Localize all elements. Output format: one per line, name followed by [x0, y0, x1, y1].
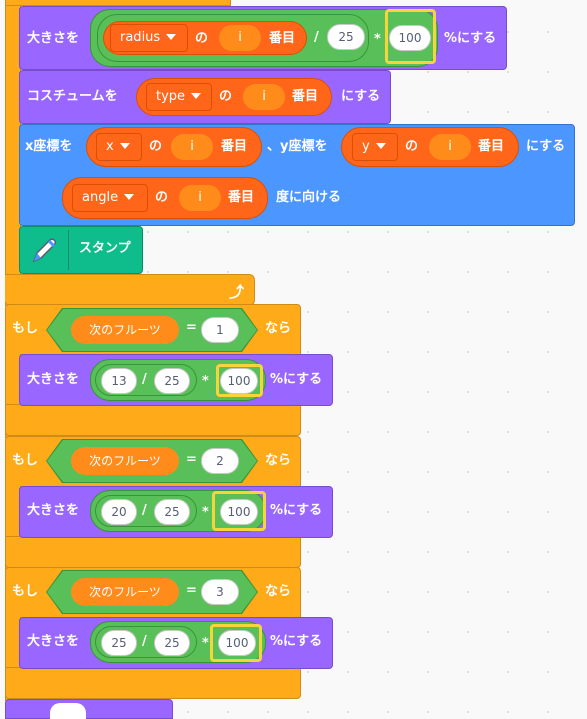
- fruit-variable[interactable]: 次のフルーツ: [71, 578, 179, 606]
- percent-input[interactable]: 100: [389, 25, 431, 51]
- equals-sign: =: [186, 583, 197, 598]
- list-dropdown-radius[interactable]: radius: [110, 24, 188, 52]
- list-dropdown-angle[interactable]: angle: [72, 184, 148, 212]
- list-dropdown-y[interactable]: y: [352, 133, 398, 161]
- numerator-input[interactable]: 20: [101, 499, 137, 525]
- numerator-input[interactable]: 25: [101, 630, 137, 656]
- denominator-input[interactable]: 25: [327, 24, 365, 50]
- dropdown-value: type: [156, 89, 186, 104]
- percent-input[interactable]: 100: [220, 499, 258, 525]
- dropdown-arrow-icon: [124, 194, 135, 200]
- var-i[interactable]: i: [429, 134, 471, 160]
- highlight-box: [212, 491, 266, 531]
- of-label: の: [195, 31, 209, 46]
- fruit-variable[interactable]: 次のフルーツ: [71, 447, 179, 475]
- dropdown-value: angle: [82, 190, 119, 205]
- denominator-input[interactable]: 25: [154, 368, 190, 394]
- list-dropdown-x[interactable]: x: [96, 133, 142, 161]
- dropdown-value: x: [106, 139, 114, 154]
- x-label: x座標を: [25, 139, 73, 154]
- var-i[interactable]: i: [171, 134, 213, 160]
- dropdown-arrow-icon: [375, 143, 386, 149]
- var-i[interactable]: i: [219, 25, 261, 51]
- percent-input[interactable]: 100: [218, 630, 256, 656]
- angle-suffix: 度に向ける: [276, 190, 342, 205]
- percent-suffix: %にする: [270, 372, 323, 387]
- multiply-sign: *: [202, 636, 209, 651]
- xy-suffix: にする: [526, 139, 566, 154]
- percent-input[interactable]: 100: [220, 368, 258, 394]
- loop-arrow-icon: ⤴: [229, 283, 245, 301]
- compare-value[interactable]: 1: [201, 317, 239, 343]
- denominator-input[interactable]: 25: [154, 630, 190, 656]
- index-label: 番目: [221, 139, 248, 154]
- costume-label: コスチュームを: [27, 89, 118, 104]
- divide-sign: /: [142, 634, 147, 649]
- next-block-partial[interactable]: [5, 699, 173, 719]
- divide-sign: /: [142, 372, 147, 387]
- if-label: もし: [12, 453, 39, 468]
- divide-sign: /: [142, 503, 147, 518]
- divide-sign: /: [314, 30, 319, 45]
- denominator-input[interactable]: 25: [154, 499, 190, 525]
- if-block-2-bottom[interactable]: [5, 536, 301, 568]
- set-size-label: 大きさを: [27, 503, 80, 518]
- index-label: 番目: [292, 89, 319, 104]
- equals-sign: =: [186, 452, 197, 467]
- index-label: 番目: [478, 139, 505, 154]
- var-i[interactable]: i: [243, 84, 285, 110]
- if-label: もし: [12, 321, 39, 336]
- highlight-box: [385, 9, 436, 64]
- var-i[interactable]: i: [179, 185, 221, 211]
- numerator-input[interactable]: 13: [101, 368, 137, 394]
- multiply-sign: *: [202, 505, 209, 520]
- if-block-1-bottom[interactable]: [5, 404, 301, 436]
- set-size-label: 大きさを: [27, 31, 80, 46]
- if-label: もし: [12, 584, 39, 599]
- dropdown-arrow-icon: [191, 93, 202, 99]
- y-label: 、y座標を: [267, 139, 328, 154]
- set-size-label: 大きさを: [27, 372, 80, 387]
- percent-suffix: %にする: [444, 31, 497, 46]
- then-label: なら: [265, 453, 292, 468]
- fruit-variable[interactable]: 次のフルーツ: [71, 316, 179, 344]
- highlight-box: [210, 624, 262, 662]
- go-to-xy-inner-cut: [20, 172, 56, 224]
- compare-value[interactable]: 2: [201, 448, 239, 474]
- percent-suffix: %にする: [270, 634, 323, 649]
- then-label: なら: [265, 321, 292, 336]
- of-label: の: [155, 190, 169, 205]
- pen-icon: [28, 234, 60, 266]
- costume-suffix: にする: [341, 89, 381, 104]
- repeat-block-top[interactable]: [5, 0, 231, 6]
- of-label: の: [405, 139, 419, 154]
- multiply-sign: *: [202, 374, 209, 389]
- multiply-sign: *: [374, 32, 381, 47]
- highlight-box: [216, 364, 263, 397]
- of-label: の: [149, 139, 163, 154]
- index-label: 番目: [228, 190, 255, 205]
- of-label: の: [219, 89, 233, 104]
- stamp-label: スタンプ: [79, 241, 131, 256]
- index-label: 番目: [269, 31, 296, 46]
- set-size-label: 大きさを: [27, 634, 80, 649]
- divider: [68, 230, 69, 270]
- then-label: なら: [265, 584, 292, 599]
- compare-value[interactable]: 3: [201, 579, 239, 605]
- repeat-block-bottom[interactable]: [5, 274, 255, 306]
- next-block-input-partial: [50, 703, 86, 719]
- equals-sign: =: [186, 320, 197, 335]
- dropdown-arrow-icon: [166, 34, 177, 40]
- dropdown-value: y: [362, 139, 370, 154]
- dropdown-arrow-icon: [119, 143, 130, 149]
- dropdown-value: radius: [120, 30, 161, 45]
- list-dropdown-type[interactable]: type: [146, 83, 212, 111]
- percent-suffix: %にする: [270, 503, 323, 518]
- if-block-3-bottom[interactable]: [5, 667, 301, 699]
